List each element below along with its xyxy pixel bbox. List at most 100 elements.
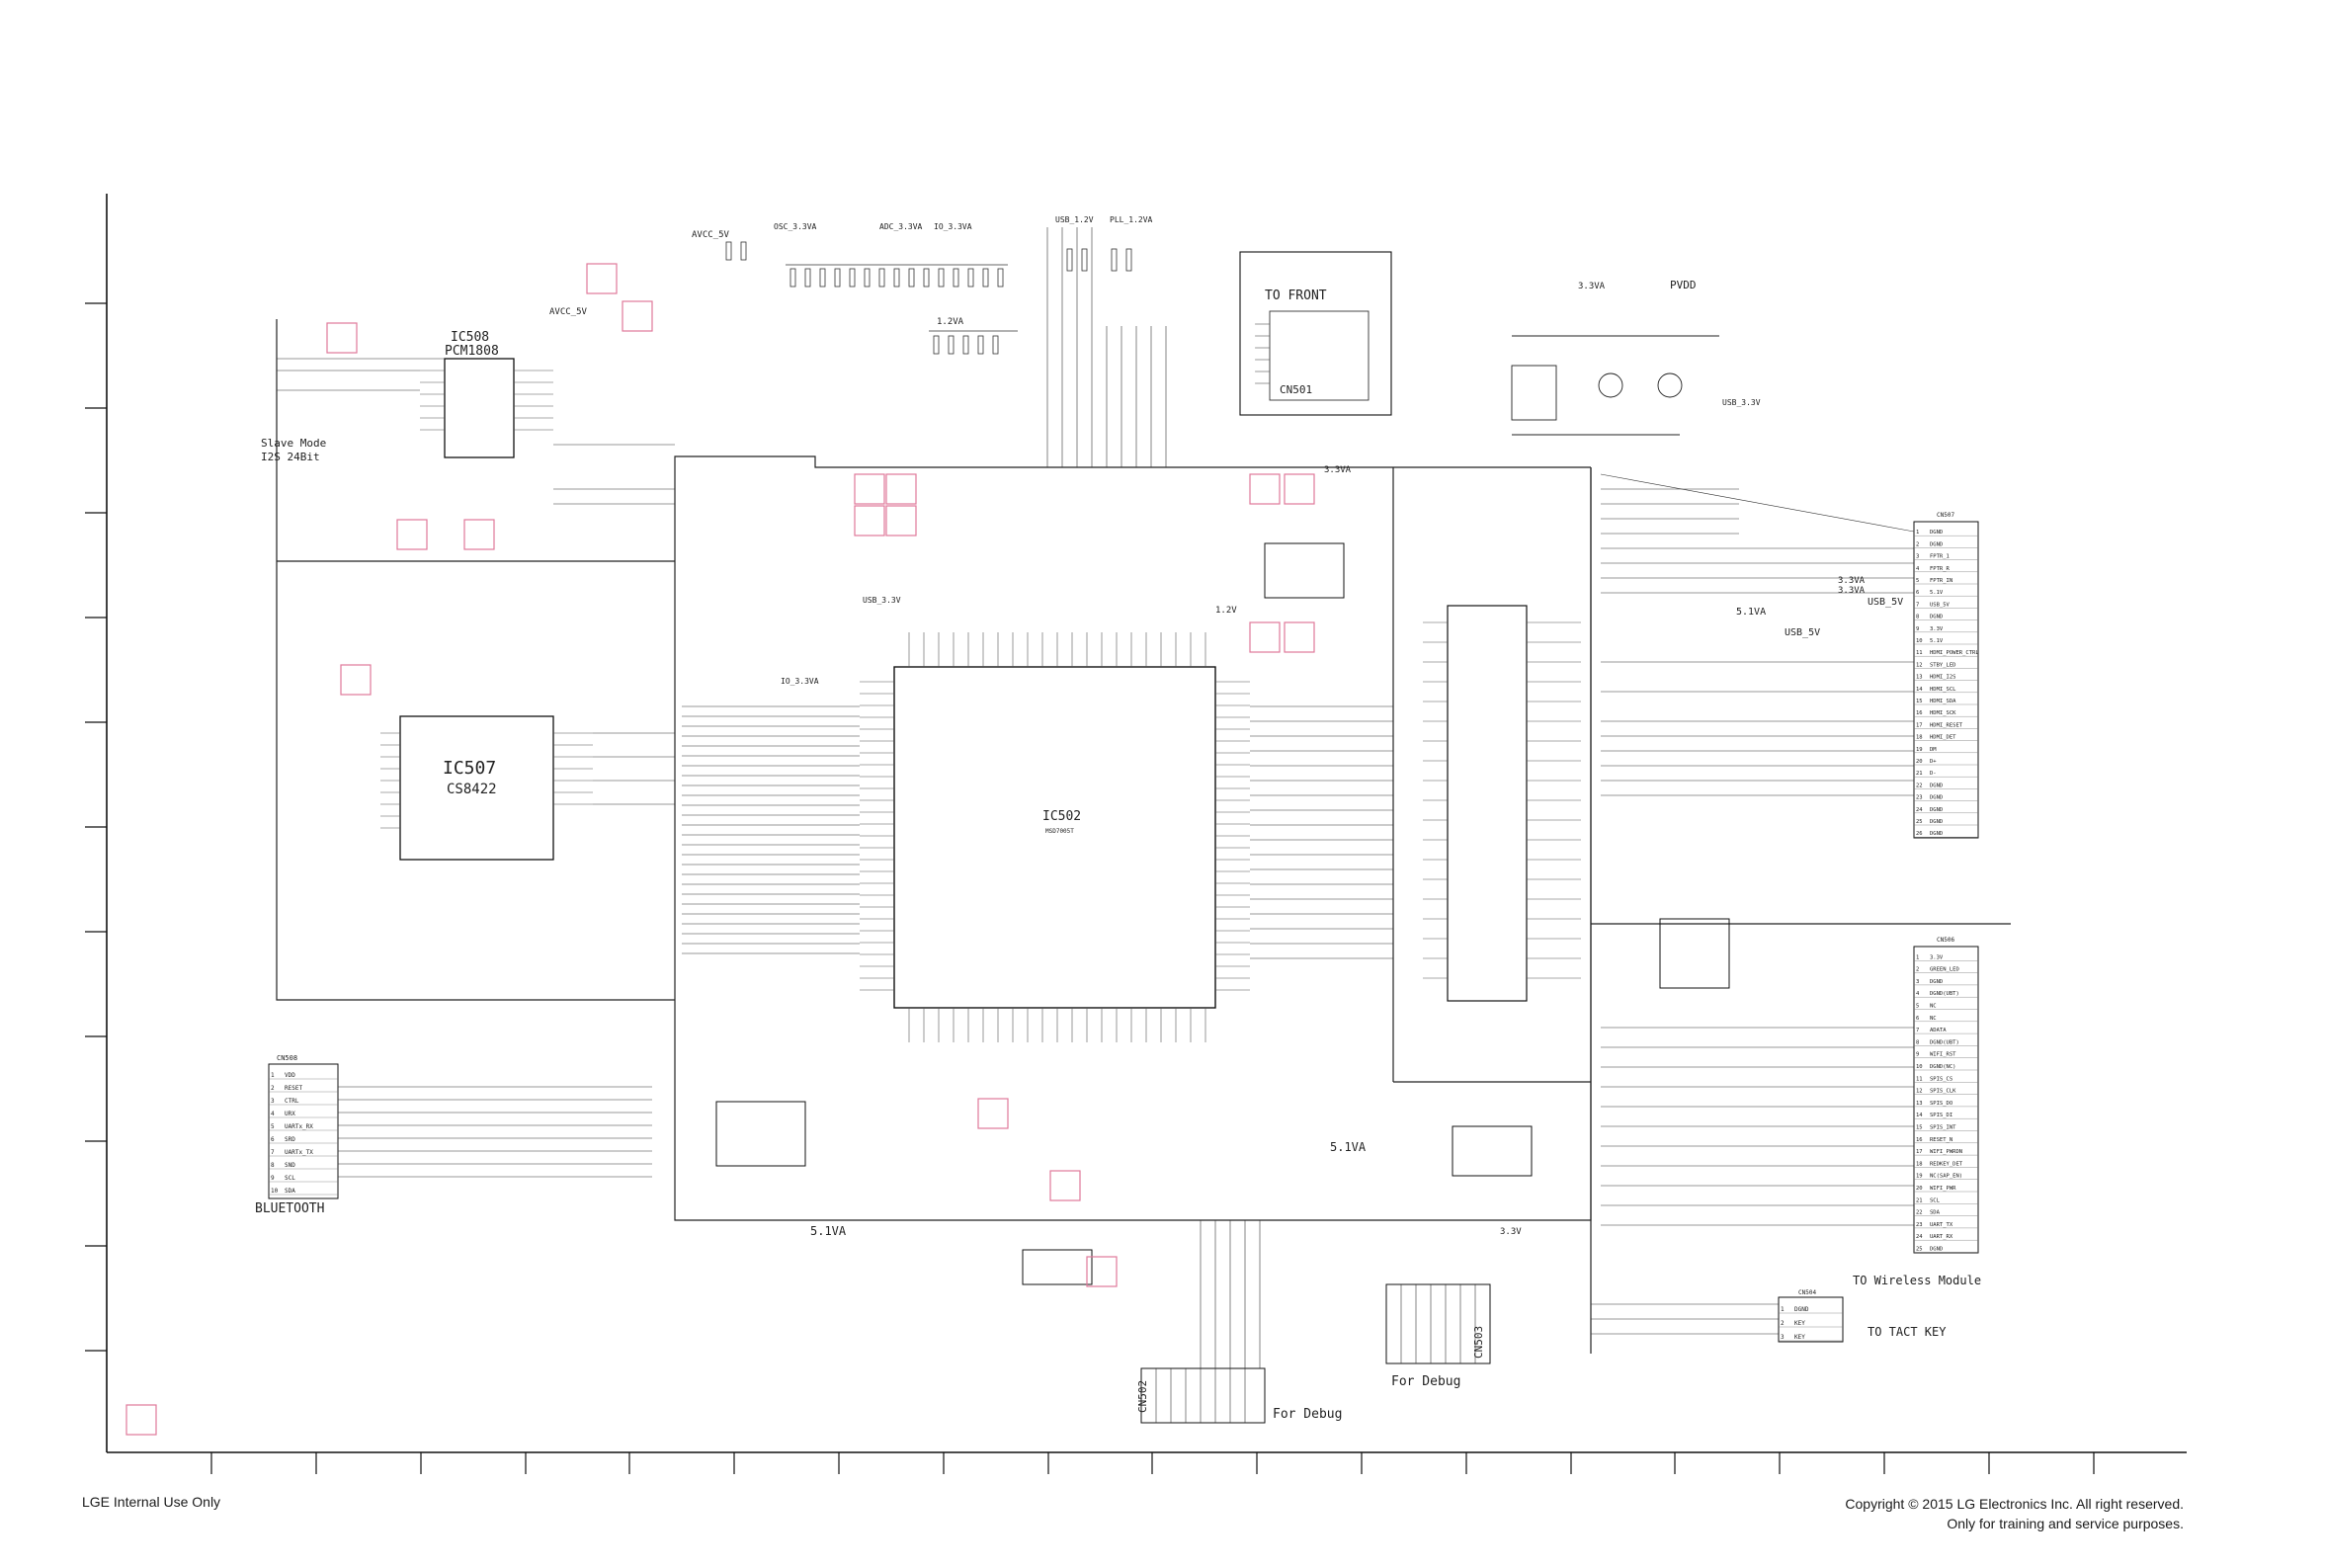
cn508-pin-number: 7 [271,1149,275,1156]
cn508-pin-label: SND [285,1162,295,1169]
cn506-pin-number: 23 [1916,1222,1923,1228]
v33v-label-1: 3.3V [1500,1227,1522,1237]
cn506-pin-label: GREEN_LED [1930,967,1959,973]
cn504-pin-number: 1 [1781,1306,1785,1313]
ic502-soc: IC502 MSD7005T [860,632,1250,1042]
cn506-pin-number: 24 [1916,1234,1923,1240]
i2s-24bit-label: I2S 24Bit [261,451,320,463]
cn508-ref: CN508 [277,1054,297,1062]
annotation-boxes [125,263,1315,1436]
v33a-label-1: 3.3VA [1578,282,1606,291]
cn506-pin-label: SCL [1930,1197,1941,1203]
cn507-pin-number: 10 [1916,638,1923,644]
for-debug-label-1: For Debug [1273,1407,1342,1422]
cn507-pin-label: DGND [1930,795,1943,801]
cn506-pin-label: 3.3V [1930,954,1944,960]
cn507-pin-label: DGND [1930,541,1943,547]
small-ic-wireless [1659,918,1730,989]
cn507-pin-number: 11 [1916,650,1923,656]
small-ic-top-right [1264,542,1345,599]
cn506-pin-label: NC [1930,1016,1937,1022]
cn507-pin-label: FPTR_IN [1930,578,1952,584]
v12v-label: 1.2V [1215,606,1237,616]
cn506-pin-number: 20 [1916,1186,1923,1192]
cn507-pin-label: 5.1V [1930,590,1944,596]
cn508-pin-label: SCL [285,1175,295,1182]
ic508-part: PCM1808 [445,344,499,359]
cn507-ref: CN507 [1937,512,1954,519]
cn508-pin-label: UARTx_TX [285,1149,313,1156]
cn506-pin-label: SPIS_DO [1930,1101,1952,1107]
capacitor-rows [725,241,1132,355]
ic507-receiver: IC507 CS8422 [380,715,593,861]
cn506-pin-label: ADATA [1930,1028,1947,1033]
cn507-pin-label: D+ [1930,759,1937,765]
cn504-pin-number: 3 [1781,1334,1785,1341]
cn506-ref: CN506 [1937,937,1954,944]
v12va-label: 1.2VA [937,317,964,327]
cn506-pin-number: 13 [1916,1101,1923,1107]
cn506-pin-number: 5 [1916,1004,1919,1010]
cn506-pin-number: 21 [1916,1197,1923,1203]
cn507-pin-label: HDMI_POWER_CTRL [1930,650,1979,656]
cn507-pin-label: HDMI_SCK [1930,710,1956,716]
cn507-pin-label: DGND [1930,530,1943,536]
cn506-pin-number: 9 [1916,1052,1919,1058]
to-tact-label: TO TACT KEY [1868,1325,1947,1339]
osc-33va-label: OSC_3.3VA [774,222,817,231]
cn508-pin-number: 6 [271,1136,275,1143]
cn506-pin-label: SPIS_INT [1930,1125,1956,1131]
v51va-label-2: 5.1VA [1330,1140,1367,1154]
cn506-pin-label: DGND [1930,979,1943,985]
cn507-pin-label: HDMI_SDA [1930,699,1956,704]
cn507-pin-number: 1 [1916,530,1919,536]
memory-chip [1423,605,1581,1002]
cn507-pin-number: 20 [1916,759,1923,765]
cn506-pin-number: 12 [1916,1089,1923,1095]
v51va-label-3: 5.1VA [1736,607,1766,618]
cn502-ref: CN502 [1136,1380,1149,1413]
bluetooth-label: BLUETOOTH [255,1201,324,1216]
cn506-pin-label: DGND(NC) [1930,1064,1956,1070]
cn507-pin-label: HDMI_DET [1930,735,1956,741]
cn506-pin-number: 10 [1916,1064,1923,1070]
slave-mode-label: Slave Mode [261,437,326,450]
to-front-label: TO FRONT [1265,289,1327,303]
cn506-pin-label: DGND(UBT) [1930,1039,1959,1045]
cn508-pin-number: 2 [271,1085,275,1092]
cn507-pin-number: 24 [1916,807,1923,813]
cn507-pin-number: 12 [1916,662,1923,668]
cn506-pin-number: 1 [1916,954,1919,960]
cn504-pin-label: KEY [1794,1320,1805,1327]
cn502-connector: CN502 [1136,1367,1266,1424]
cn508-pin-label: CTRL [285,1098,299,1105]
cn506-pin-number: 17 [1916,1149,1923,1155]
cn506-pin-label: NC(SAP_EN) [1930,1174,1962,1180]
cn506-pin-label: UART_TX [1930,1222,1953,1228]
ic502-ref: IC502 [1042,809,1081,824]
ic507-ref: IC507 [443,758,496,779]
cn507-pin-number: 17 [1916,722,1923,728]
cn507-pin-number: 15 [1916,699,1923,704]
footer-copyright-block: Copyright © 2015 LG Electronics Inc. All… [1845,1494,2184,1533]
cn507-pin-number: 2 [1916,541,1919,547]
small-ic-debug [1022,1249,1093,1285]
cn504-ref: CN504 [1798,1289,1816,1296]
cn508-pin-number: 8 [271,1162,275,1169]
avcc-5v-label-2: AVCC_5V [549,307,588,317]
cn506-pin-number: 8 [1916,1039,1919,1045]
cn508-pin-number: 10 [271,1188,279,1195]
cn506-pin-number: 16 [1916,1137,1923,1143]
cn508-pin-label: SRD [285,1136,295,1143]
cn506-pin-number: 3 [1916,979,1919,985]
cn506-pin-label: UART_RX [1930,1234,1953,1240]
small-ic-center-left [715,1101,806,1167]
cn508-pin-number: 5 [271,1123,275,1130]
cn506-pin-number: 14 [1916,1113,1923,1118]
cn508-pin-label: URX [285,1111,295,1117]
cn507-pin-number: 8 [1916,615,1919,620]
ic508-adc: IC508 PCM1808 [420,330,553,458]
cn507-pin-label: DGND [1930,783,1943,788]
cn508-pin-label: VDD [285,1072,295,1079]
